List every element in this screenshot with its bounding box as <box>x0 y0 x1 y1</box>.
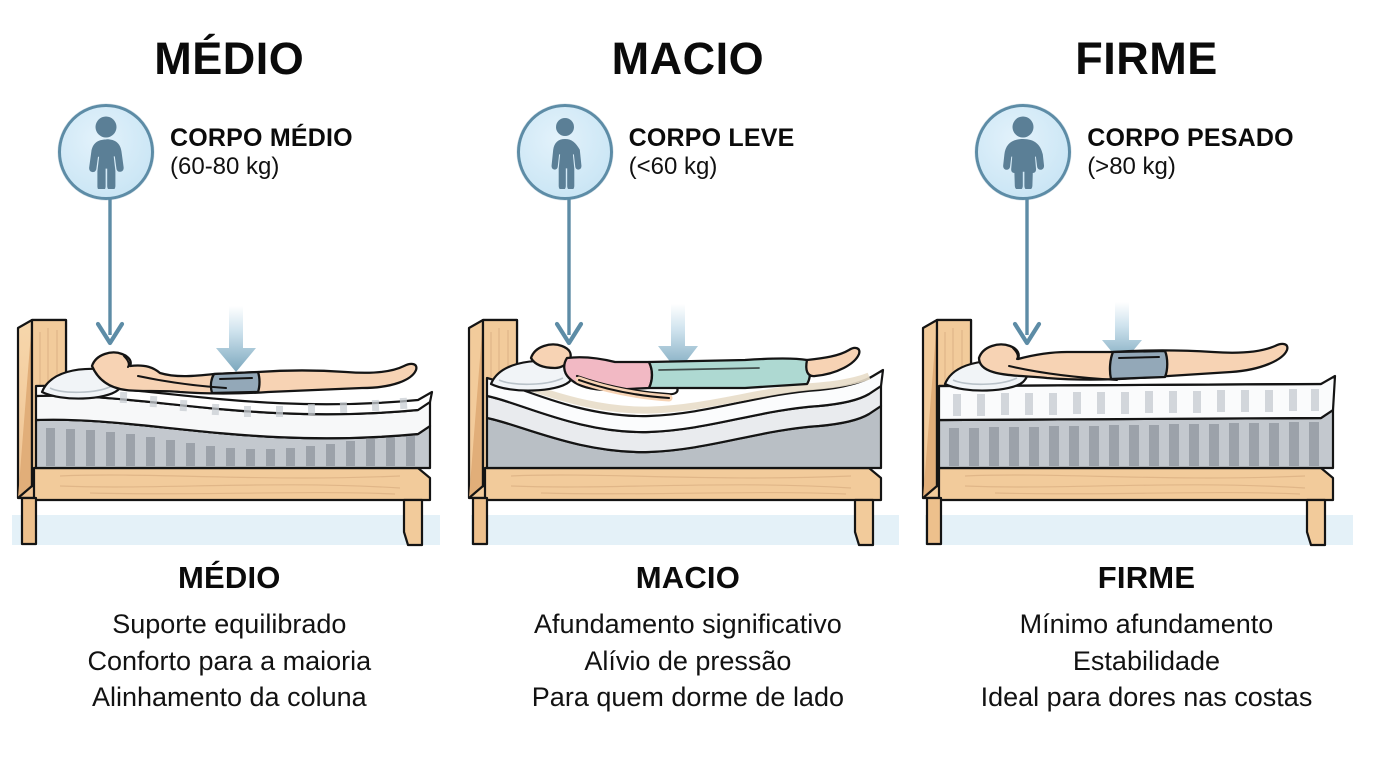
panel-medio: MÉDIO CORPO MÉDIO (60-80 kg) <box>0 0 459 768</box>
badge-weight-medio: (60-80 kg) <box>170 153 280 181</box>
caption-lines-medio: Suporte equilibrado Conforto para a maio… <box>0 606 459 716</box>
person-medium-icon <box>58 104 154 200</box>
badge-text-firme: CORPO PESADO (>80 kg) <box>1087 122 1294 182</box>
caption-lines-firme: Mínimo afundamento Estabilidade Ideal pa… <box>917 606 1376 716</box>
caption-firme: FIRME Mínimo afundamento Estabilidade Id… <box>917 560 1376 716</box>
body-type-badge-firme: CORPO PESADO (>80 kg) <box>975 104 1294 200</box>
caption-line: Para quem dorme de lado <box>531 682 844 713</box>
caption-line: Suporte equilibrado <box>112 608 347 639</box>
panel-title-macio: MACIO <box>611 33 765 84</box>
caption-title-firme: FIRME <box>1097 560 1196 595</box>
caption-line: Afundamento significativo <box>534 608 842 639</box>
badge-label-firme: CORPO PESADO <box>1087 124 1294 153</box>
badge-label-macio: CORPO LEVE <box>628 124 795 153</box>
body-type-badge-medio: CORPO MÉDIO (60-80 kg) <box>58 104 353 200</box>
caption-lines-macio: Afundamento significativo Alívio de pres… <box>459 606 918 716</box>
caption-title-macio: MACIO <box>635 560 741 595</box>
caption-line: Conforto para a maioria <box>87 645 372 676</box>
body-type-badge-macio: CORPO LEVE (<60 kg) <box>516 104 795 200</box>
badge-text-macio: CORPO LEVE (<60 kg) <box>629 122 795 182</box>
caption-medio: MÉDIO Suporte equilibrado Conforto para … <box>0 560 459 716</box>
caption-title-medio: MÉDIO <box>177 560 281 595</box>
caption-line: Mínimo afundamento <box>1019 608 1274 639</box>
person-heavy-icon <box>975 104 1072 200</box>
down-arrow-thin-icon <box>549 198 589 355</box>
bed-scene-firme <box>917 300 1376 555</box>
caption-line: Alívio de pressão <box>584 645 792 676</box>
down-arrow-thin-icon <box>1007 198 1047 355</box>
down-arrow-gradient-icon <box>216 306 256 372</box>
panel-title-medio: MÉDIO <box>154 33 305 84</box>
badge-weight-firme: (>80 kg) <box>1087 153 1176 181</box>
caption-line: Ideal para dores nas costas <box>980 682 1313 713</box>
bed-scene-macio <box>459 300 918 555</box>
caption-macio: MACIO Afundamento significativo Alívio d… <box>459 560 918 716</box>
panel-title-firme: FIRME <box>1075 33 1218 84</box>
person-light-icon <box>516 104 613 200</box>
badge-label-medio: CORPO MÉDIO <box>170 124 353 153</box>
down-arrow-gradient-icon <box>657 304 698 372</box>
bed-scene-medio <box>0 300 459 555</box>
caption-line: Estabilidade <box>1072 645 1221 676</box>
panel-macio: MACIO CORPO LEVE (<60 kg) <box>459 0 918 768</box>
badge-text-medio: CORPO MÉDIO (60-80 kg) <box>170 122 353 182</box>
panel-firme: FIRME CORPO PESADO (>80 kg) <box>917 0 1376 768</box>
down-arrow-thin-icon <box>90 198 130 355</box>
caption-line: Alinhamento da coluna <box>91 682 367 713</box>
badge-weight-macio: (<60 kg) <box>628 153 718 181</box>
down-arrow-gradient-icon <box>1102 302 1143 364</box>
